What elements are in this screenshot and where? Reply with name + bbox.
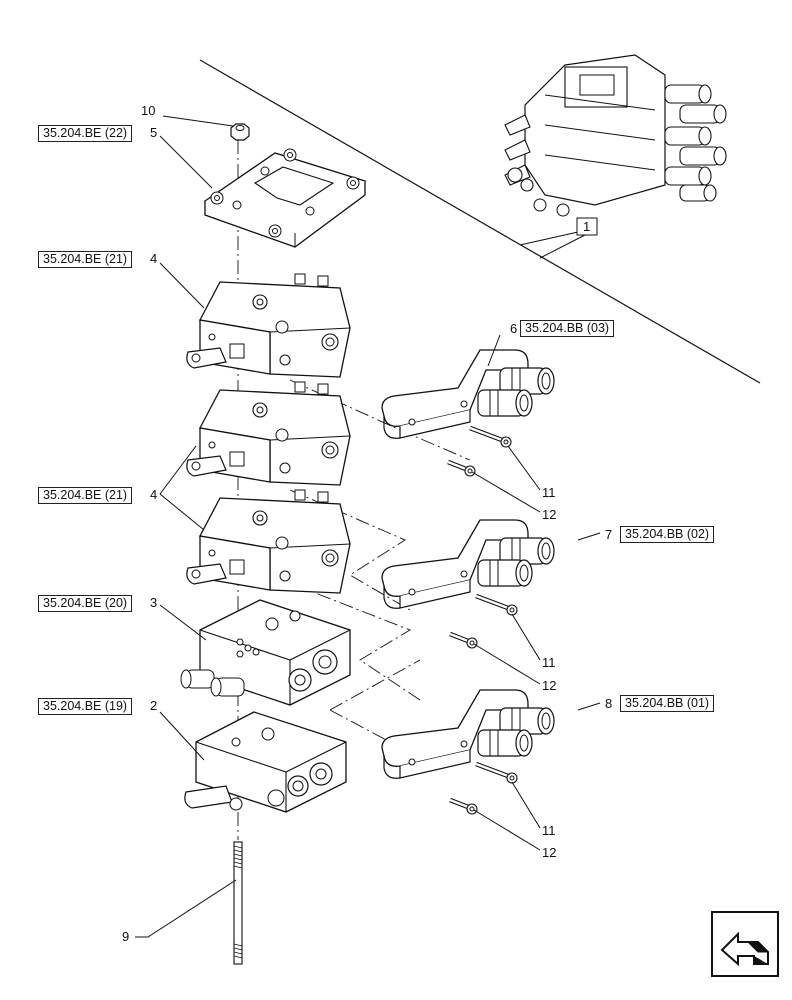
callout-4-low: 4	[150, 487, 158, 502]
screw-leader-lines	[471, 445, 541, 851]
valve-section-part-4-low	[186, 489, 351, 594]
nut-part-10	[230, 123, 250, 141]
reference-link-part-4-top[interactable]: 35.204.BE (21)	[38, 251, 133, 268]
inset-leader-1	[519, 231, 579, 246]
valve-section-part-4-mid	[186, 381, 351, 486]
callout-8: 8	[605, 696, 613, 711]
coupler-part-6	[381, 349, 555, 439]
screw-part-12-c	[450, 800, 477, 814]
reference-link-part-2[interactable]: 35.204.BE (19)	[38, 698, 133, 715]
reference-link-part-8[interactable]: 35.204.BB (01)	[620, 695, 715, 712]
callout-1-box	[576, 217, 598, 236]
callout-4-top: 4	[150, 251, 158, 266]
coupler-part-7	[381, 519, 555, 609]
navigation-arrow-icon	[711, 911, 779, 977]
screw-part-11-c	[476, 764, 517, 783]
cover-plate-part-5	[203, 148, 367, 248]
coupler-part-8	[381, 689, 555, 779]
inset-leader-2	[539, 234, 586, 259]
callout-12-c: 12	[542, 845, 557, 860]
screw-part-11-a	[470, 428, 511, 447]
reference-link-part-3[interactable]: 35.204.BE (20)	[38, 595, 133, 612]
screw-part-11-b	[476, 596, 517, 615]
valve-section-part-2	[184, 711, 347, 813]
callout-10: 10	[141, 103, 156, 118]
valve-section-part-3	[180, 599, 351, 706]
reference-link-part-5[interactable]: 35.204.BE (22)	[38, 125, 133, 142]
screw-part-12-a	[448, 462, 475, 476]
callout-11-c: 11	[542, 823, 556, 838]
callout-6: 6	[510, 321, 518, 336]
reference-link-part-6[interactable]: 35.204.BB (03)	[520, 320, 615, 337]
callout-9: 9	[122, 929, 130, 944]
screw-part-12-b	[450, 634, 477, 648]
tie-rod-part-9	[233, 841, 243, 965]
callout-1: 1	[583, 219, 591, 234]
callout-5: 5	[150, 125, 158, 140]
reference-link-part-4-low[interactable]: 35.204.BE (21)	[38, 487, 133, 504]
inset-divider-line	[199, 59, 761, 384]
reference-link-part-7[interactable]: 35.204.BB (02)	[620, 526, 715, 543]
callout-11-b: 11	[542, 655, 556, 670]
callout-12-b: 12	[542, 678, 557, 693]
callout-7: 7	[605, 527, 613, 542]
callout-11-a: 11	[542, 485, 556, 500]
callout-3: 3	[150, 595, 158, 610]
callout-12-a: 12	[542, 507, 557, 522]
callout-2: 2	[150, 698, 158, 713]
valve-assembly-overview	[504, 54, 727, 217]
valve-section-part-4-top	[186, 273, 351, 378]
